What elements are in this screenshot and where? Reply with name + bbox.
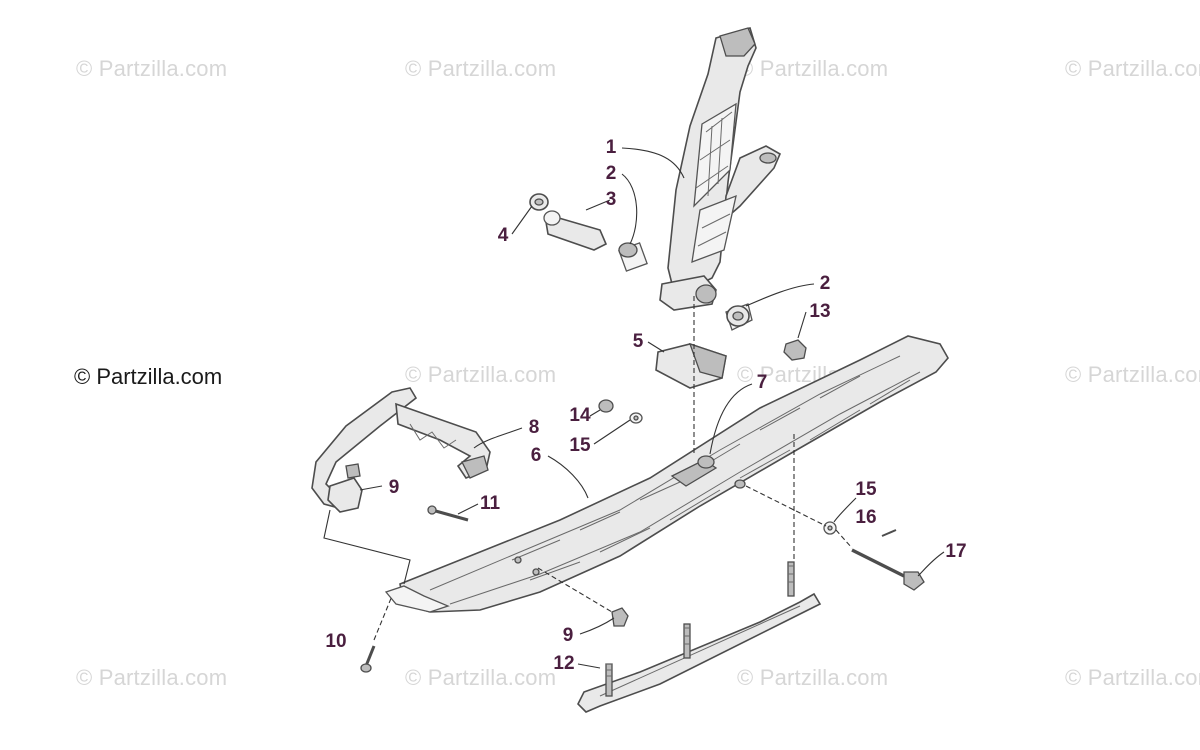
- callout-8[interactable]: 8: [528, 417, 540, 438]
- nut-9-lower: [611, 607, 629, 627]
- spindle-arm: [659, 27, 782, 311]
- watermark: © Partzilla.com: [405, 362, 557, 387]
- ski-body: [384, 335, 949, 613]
- watermark: © Partzilla.com: [737, 56, 889, 81]
- bolt-9-upper: [327, 463, 363, 513]
- callout-13[interactable]: 13: [809, 301, 831, 322]
- nut-13: [783, 339, 807, 361]
- bushing-upper: [618, 242, 648, 272]
- nut-14: [598, 399, 614, 413]
- callout-11[interactable]: 11: [479, 493, 501, 514]
- bolt-11: [427, 505, 469, 522]
- callout-10[interactable]: 10: [325, 631, 347, 652]
- cotter-pin-16: [881, 529, 897, 537]
- wear-bar: [577, 561, 822, 713]
- callout-15-left[interactable]: 15: [569, 435, 591, 456]
- watermark: © Partzilla.com: [76, 665, 228, 690]
- bolt-10: [360, 645, 376, 673]
- washer-15-right: [823, 521, 837, 535]
- watermark: © Partzilla.com: [405, 665, 557, 690]
- callout-12[interactable]: 12: [553, 653, 575, 674]
- bushing-right: [725, 303, 753, 331]
- watermark: © Partzilla.com: [737, 665, 889, 690]
- watermark: © Partzilla.com: [76, 56, 228, 81]
- callout-6[interactable]: 6: [530, 445, 542, 466]
- watermark: © Partzilla.com: [1065, 56, 1200, 81]
- callout-7[interactable]: 7: [756, 372, 768, 393]
- callout-16[interactable]: 16: [855, 507, 877, 528]
- watermark: © Partzilla.com: [1065, 665, 1200, 690]
- bolt-17: [851, 548, 925, 591]
- callout-2-upper[interactable]: 2: [605, 163, 617, 184]
- watermark: © Partzilla.com: [405, 56, 557, 81]
- watermark-main: © Partzilla.com: [74, 364, 223, 389]
- callout-9-upper[interactable]: 9: [388, 477, 400, 498]
- callout-4[interactable]: 4: [497, 225, 509, 246]
- washer-15-left: [629, 412, 643, 424]
- watermark: © Partzilla.com: [1065, 362, 1200, 387]
- callout-9-lower[interactable]: 9: [562, 625, 574, 646]
- callout-3[interactable]: 3: [605, 189, 617, 210]
- spacer-tube: [543, 210, 608, 251]
- callout-1[interactable]: 1: [605, 137, 617, 158]
- callout-5[interactable]: 5: [632, 331, 644, 352]
- callout-14[interactable]: 14: [569, 405, 591, 426]
- callout-17[interactable]: 17: [945, 541, 967, 562]
- leader-lines: [323, 147, 945, 669]
- ski-handle: [311, 387, 491, 511]
- bumper-block: [655, 342, 727, 389]
- callout-15-right[interactable]: 15: [855, 479, 877, 500]
- callout-2-right[interactable]: 2: [819, 273, 831, 294]
- bushing-cap: [529, 193, 549, 211]
